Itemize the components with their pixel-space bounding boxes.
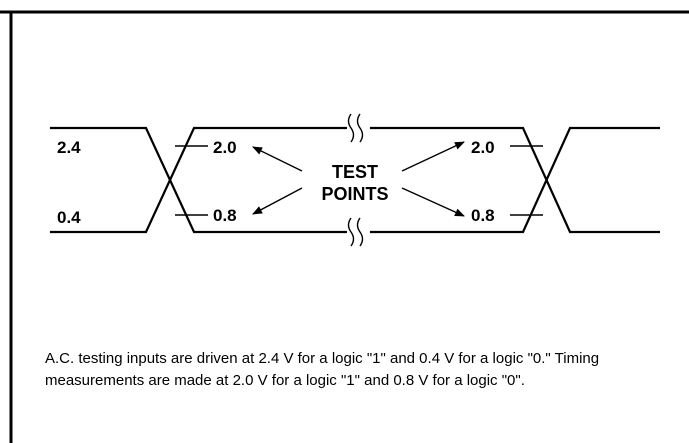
- test-low-label-left: 0.8: [213, 206, 237, 225]
- test-high-label-left: 2.0: [213, 138, 237, 157]
- break-mark-top-b: [356, 113, 364, 143]
- waveform-rising-right: [370, 126, 660, 234]
- input-high-label: 2.4: [57, 138, 81, 157]
- break-mark-bottom-a: [347, 217, 355, 247]
- arrow-right-low: [401, 187, 465, 217]
- arrow-left-high: [252, 146, 303, 172]
- break-mark-top-a: [347, 113, 355, 143]
- threshold-ticks: [175, 145, 543, 216]
- test-high-label-right: 2.0: [471, 138, 495, 157]
- waveform-rising-left: [50, 126, 347, 234]
- arrow-right-high: [401, 141, 465, 172]
- waveform-falling-left: [50, 126, 347, 234]
- test-low-label-right: 0.8: [471, 206, 495, 225]
- input-low-label: 0.4: [57, 208, 81, 227]
- test-points-label-line1: TEST: [332, 162, 378, 182]
- break-mark-bottom-b: [356, 217, 364, 247]
- test-points-label-line2: POINTS: [321, 184, 388, 204]
- waveform: [50, 126, 660, 234]
- break-marks: [347, 113, 364, 247]
- test-point-arrows: [252, 141, 465, 217]
- caption: A.C. testing inputs are driven at 2.4 V …: [45, 350, 600, 389]
- arrow-left-low: [252, 187, 303, 215]
- waveform-falling-right: [370, 126, 660, 234]
